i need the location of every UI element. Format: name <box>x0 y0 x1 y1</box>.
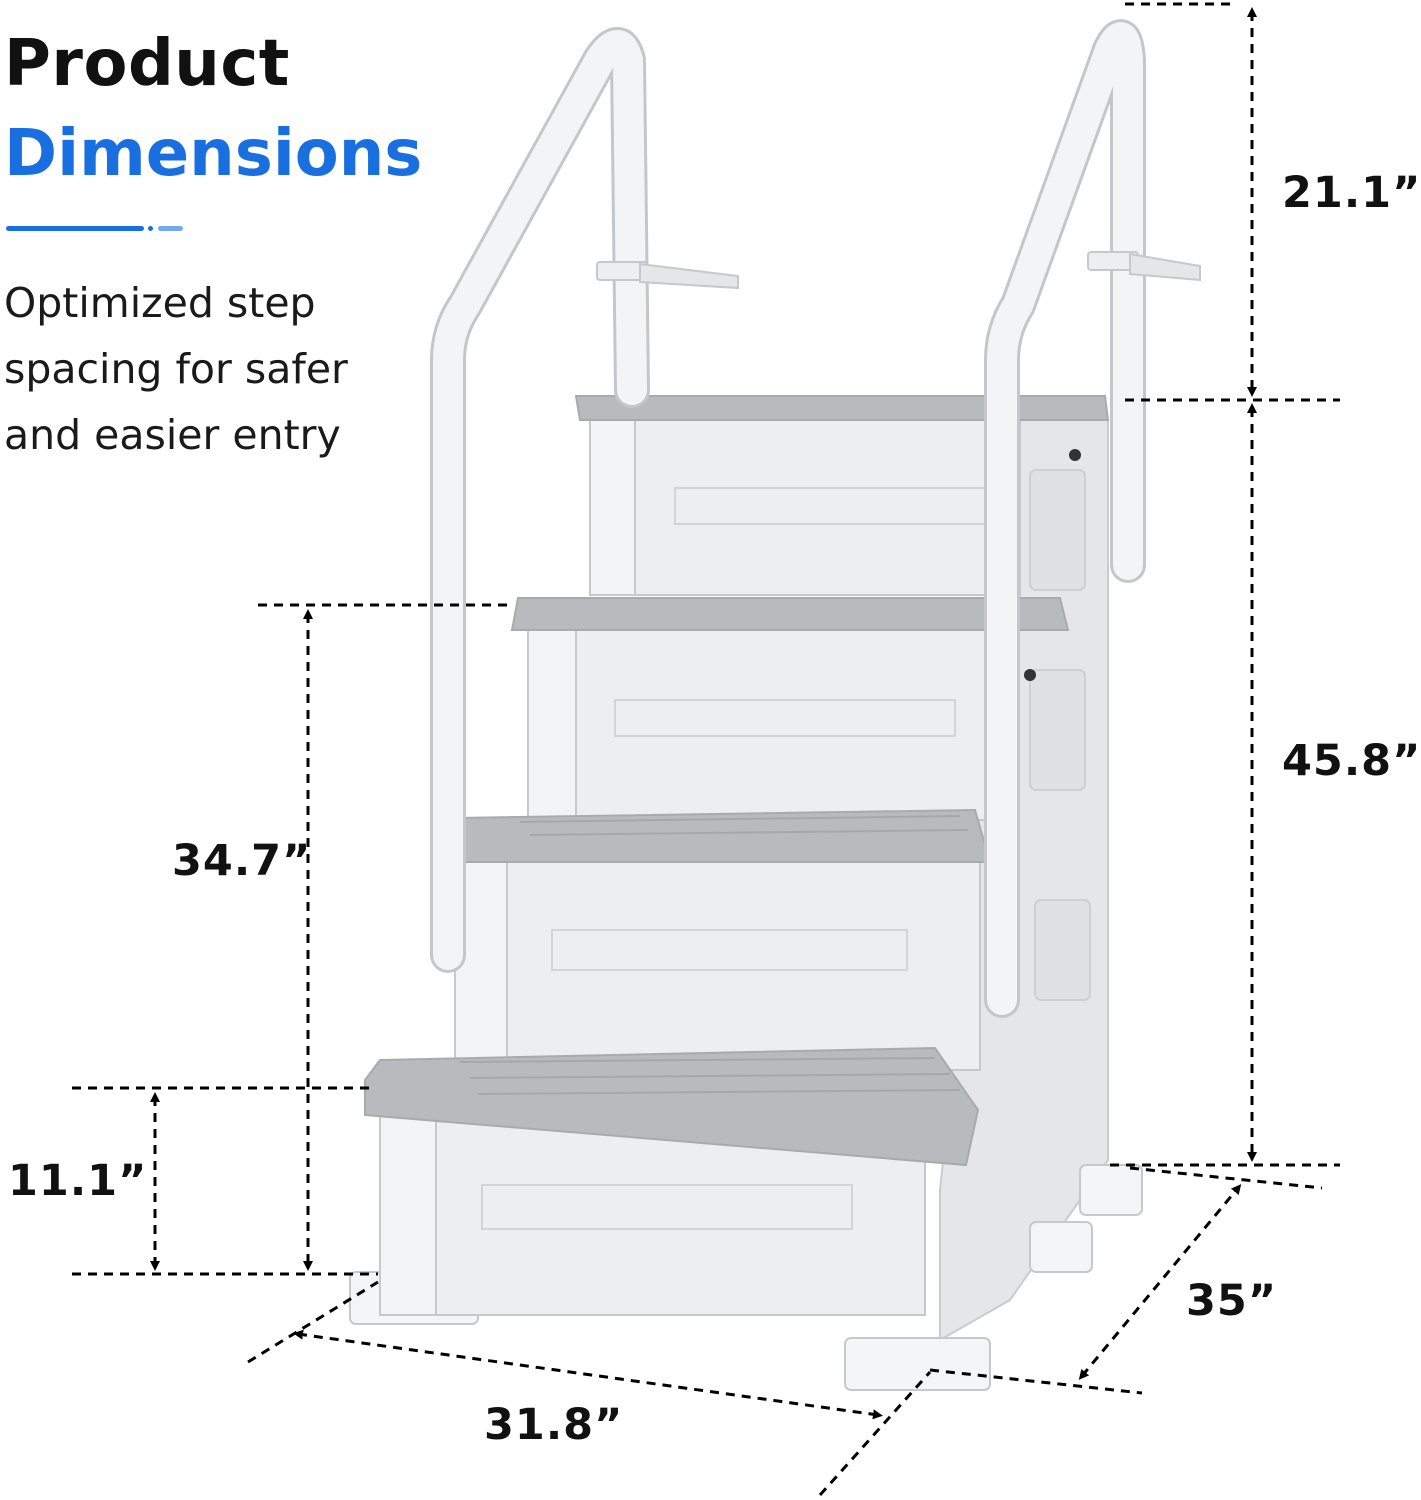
description-line: spacing for safer <box>4 345 348 393</box>
right-handrail <box>984 19 1201 1018</box>
dimension-depth: 35” <box>1186 1276 1278 1326</box>
ladder-body <box>349 395 1143 1391</box>
dimension-width: 31.8” <box>484 1400 624 1450</box>
dimension-lines <box>72 2 1340 1496</box>
heading-product: Product <box>4 27 290 101</box>
accent-dot <box>148 226 153 231</box>
dimension-ladder-height: 45.8” <box>1282 736 1421 786</box>
description-line: Optimized step <box>4 279 316 327</box>
dimension-first-step-height: 11.1” <box>8 1156 148 1206</box>
accent-underline-short <box>158 226 183 231</box>
left-handrail <box>430 27 739 973</box>
dimension-handrail-height: 21.1” <box>1282 168 1421 218</box>
description-line: and easier entry <box>4 411 341 459</box>
heading-dimensions: Dimensions <box>4 117 423 191</box>
dimension-second-step-height: 34.7” <box>172 836 312 886</box>
description: Optimized step spacing for safer and eas… <box>4 270 424 468</box>
accent-underline <box>6 226 144 231</box>
